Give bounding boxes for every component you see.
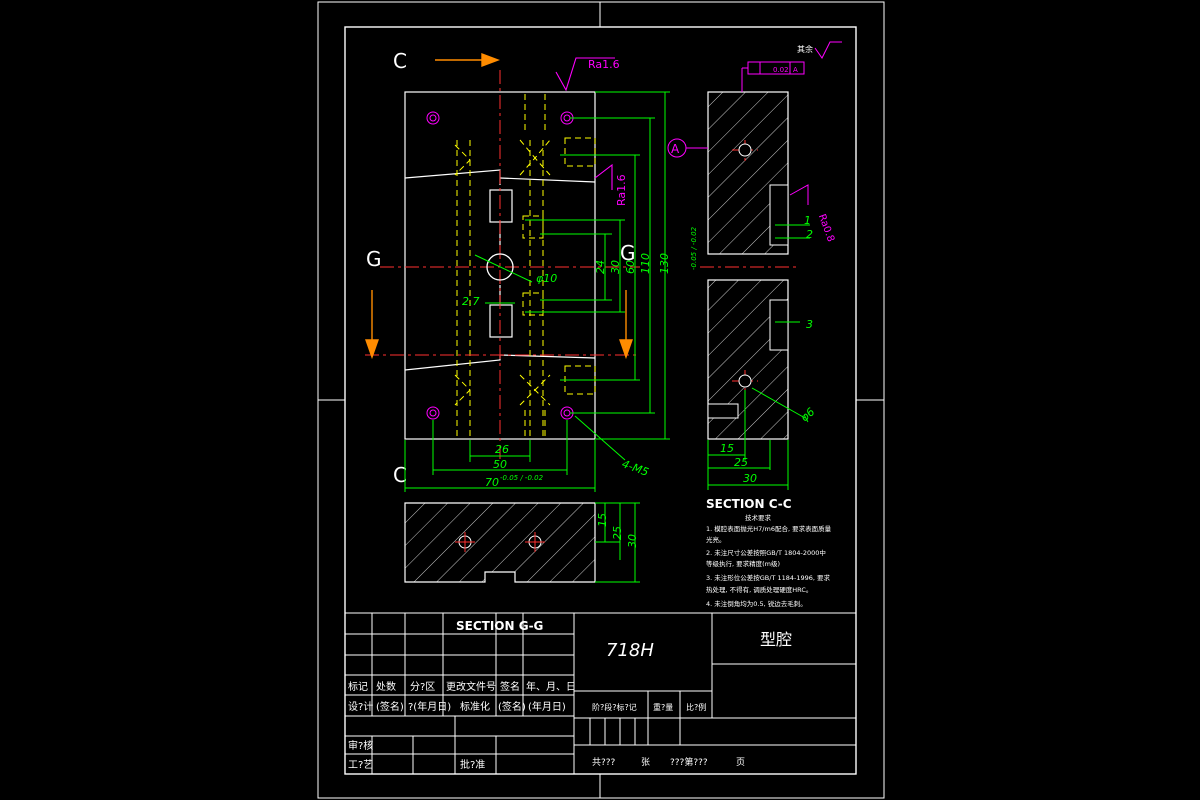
- dim-bottom-15: 15: [596, 513, 609, 527]
- tb-label: (签名): [376, 700, 404, 713]
- tb-process: 工?艺: [348, 759, 373, 771]
- roughness-side: Ra1.6: [615, 174, 628, 206]
- dim-70-tol: -0.05 / -0.02: [500, 474, 544, 482]
- bottom-section-view: 15 25 30: [404, 502, 640, 583]
- right-hole-top: [738, 143, 752, 157]
- tb-review: 审?核: [348, 739, 373, 752]
- dim-130: 130: [658, 253, 671, 274]
- technical-notes: 技术要求 1. 模腔表面抛光H7/m6配合, 要求表面质量 光亮。 2. 未注尺…: [706, 513, 832, 608]
- tb-label: 处数: [376, 680, 396, 693]
- section-gg-title: SECTION G-G: [456, 619, 543, 633]
- dim-right-2: 2: [806, 228, 813, 241]
- tb-label: 标准化: [460, 700, 490, 713]
- datum-label: A: [671, 142, 680, 156]
- dim-2-7: 2.7: [462, 295, 480, 308]
- dim-26: 26: [495, 443, 509, 456]
- tb-label: 签名: [500, 680, 520, 693]
- tb-sheet-total: 共???: [592, 757, 616, 768]
- tb-label: 年、月、日: [526, 680, 576, 693]
- center-bore: [486, 253, 514, 281]
- tb-label: 设?计: [348, 700, 373, 713]
- note-line: 3. 未注形位公差按GB/T 1184-1996, 要求: [706, 573, 831, 582]
- dim-bottom-30: 30: [626, 534, 639, 548]
- dim-30: 30: [609, 260, 622, 274]
- main-view: C C G G Ra1.6 Ra1.6: [365, 49, 698, 492]
- tb-label: (签名): [498, 700, 526, 713]
- dim-right-3: 3: [806, 318, 813, 331]
- tb-label: 阶?段?标?记: [592, 702, 637, 712]
- right-section-view: A 0.02 A 其余 Ra0.8 1 2 3 15 25 30 φ6: [667, 41, 842, 490]
- tb-label: 比?例: [686, 702, 706, 712]
- section-mark-c-bottom: C: [393, 463, 407, 487]
- note-line: 等级执行, 要求精度(m级): [706, 559, 780, 568]
- dim-right-30: 30: [743, 472, 757, 485]
- right-hole-bottom: [738, 374, 752, 388]
- tolerance-ref: A: [793, 66, 798, 74]
- note-line: 光亮。: [706, 535, 726, 544]
- part-name: 型腔: [760, 630, 792, 649]
- tolerance-value: 0.02: [773, 66, 789, 74]
- title-block: [344, 612, 857, 775]
- section-cc-title: SECTION C-C: [706, 497, 792, 511]
- note-line: 2. 未注尺寸公差按照GB/T 1804-2000中: [706, 548, 826, 557]
- roughness-corner-label: 其余: [797, 44, 813, 54]
- tb-sheet-label: 张: [641, 757, 650, 768]
- tb-label: 更改文件号: [446, 680, 496, 693]
- section-mark-c-top: C: [393, 49, 407, 73]
- dim-110: 110: [639, 253, 652, 274]
- section-mark-g-right: G: [620, 241, 636, 265]
- section-mark-g-left: G: [366, 247, 382, 271]
- tb-approve: 批?准: [460, 758, 485, 771]
- tb-label: 分?区: [410, 681, 435, 693]
- dim-right-25: 25: [734, 456, 748, 469]
- dim-phi10: φ10: [536, 272, 557, 285]
- dim-70: 70: [485, 476, 499, 489]
- dim-60: 60: [624, 260, 637, 274]
- notes-heading: 技术要求: [745, 513, 772, 522]
- note-line: 热处理, 不得有, 调质处理硬度HRC。: [706, 585, 812, 594]
- material-label: 718H: [606, 640, 654, 661]
- dim-50: 50: [493, 458, 507, 471]
- dim-right-15: 15: [720, 442, 734, 455]
- dim-130-tol: -0.05 / -0.02: [690, 226, 698, 270]
- section-arrows: [365, 52, 633, 360]
- note-line: 4. 未注倒角均为0.5, 锐边去毛刺。: [706, 599, 807, 608]
- tb-page: 页: [736, 757, 745, 768]
- dim-right-1: 1: [804, 214, 811, 227]
- tb-label: 重?量: [653, 702, 673, 712]
- note-line: 1. 模腔表面抛光H7/m6配合, 要求表面质量: [706, 524, 832, 533]
- tb-label: ?(年月日): [408, 700, 451, 713]
- dim-bottom-25: 25: [611, 526, 624, 540]
- roughness-top: Ra1.6: [588, 58, 620, 71]
- tb-label: 标记: [348, 681, 368, 693]
- dim-24: 24: [594, 260, 607, 274]
- tb-sheet-num: ???第???: [670, 756, 708, 768]
- tb-label: (年月日): [528, 700, 566, 713]
